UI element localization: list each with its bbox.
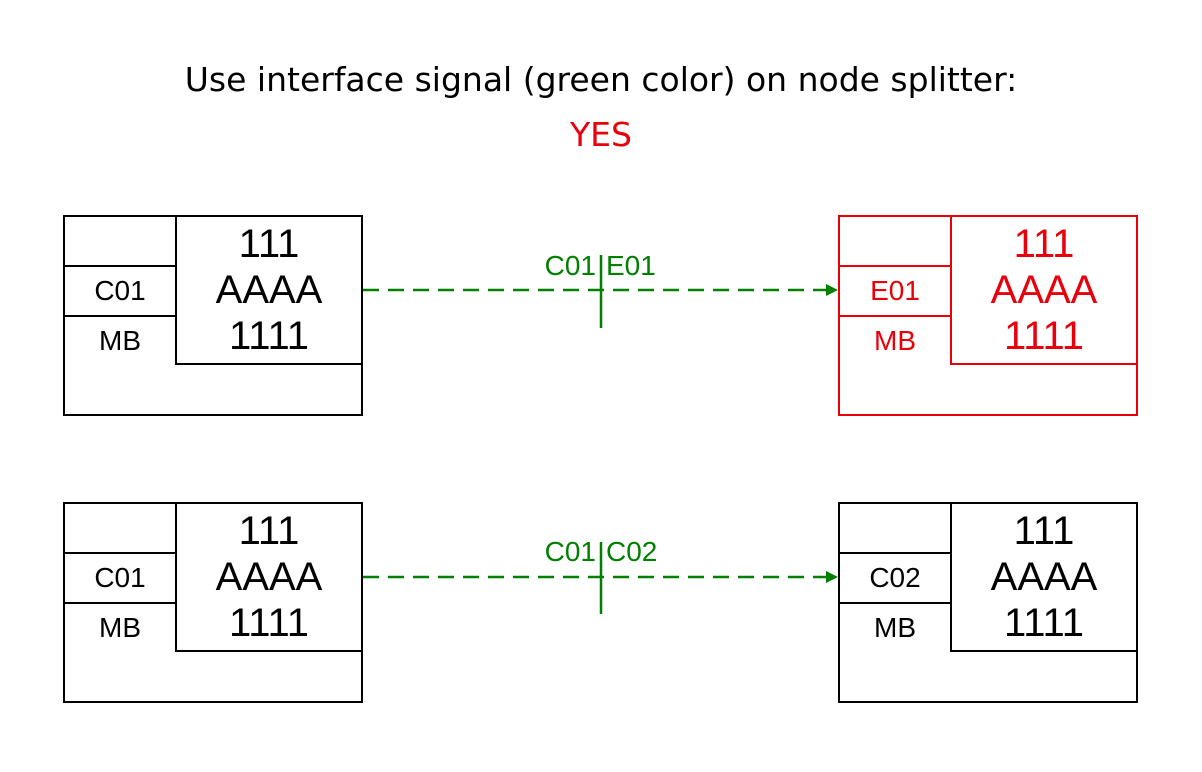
node-type-cell: MB (65, 317, 177, 365)
target-node-row-2[interactable]: C02 MB 111 AAAA 1111 (838, 502, 1138, 703)
node-main-cell: 111 AAAA 1111 (952, 217, 1136, 365)
node-line-1: 111 (238, 509, 300, 553)
node-line-3: 1111 (1003, 601, 1085, 645)
signal-label-from: C01 (545, 536, 596, 567)
node-top-left-cell (65, 504, 177, 554)
node-top-left-cell (65, 217, 177, 267)
node-top-left-cell (840, 504, 952, 554)
node-line-1: 111 (1013, 222, 1075, 266)
source-node-row-2[interactable]: C01 MB 111 AAAA 1111 (63, 502, 363, 703)
status-text: YES (570, 115, 632, 154)
page-title: Use interface signal (green color) on no… (184, 60, 1018, 99)
node-main-cell: 111 AAAA 1111 (952, 504, 1136, 652)
node-line-2: AAAA (215, 555, 323, 599)
node-line-1: 111 (1013, 509, 1075, 553)
node-code-cell: E01 (840, 267, 952, 317)
signal-connector-row-1[interactable]: C01 E01 (363, 250, 838, 328)
node-main-cell: 111 AAAA 1111 (177, 504, 361, 652)
signal-connector-row-2[interactable]: C01 C02 (363, 536, 838, 614)
node-line-1: 111 (238, 222, 300, 266)
node-code-cell: C01 (65, 554, 177, 604)
node-line-3: 1111 (1003, 314, 1085, 358)
signal-label-to: E01 (606, 250, 656, 281)
node-line-2: AAAA (990, 268, 1098, 312)
node-main-cell: 111 AAAA 1111 (177, 217, 361, 365)
node-type-cell: MB (840, 317, 952, 365)
target-node-row-1[interactable]: E01 MB 111 AAAA 1111 (838, 215, 1138, 416)
source-node-row-1[interactable]: C01 MB 111 AAAA 1111 (63, 215, 363, 416)
node-code-cell: C02 (840, 554, 952, 604)
node-line-2: AAAA (215, 268, 323, 312)
node-code-cell: C01 (65, 267, 177, 317)
signal-label-from: C01 (545, 250, 596, 281)
node-line-2: AAAA (990, 555, 1098, 599)
node-type-cell: MB (840, 604, 952, 652)
node-type-cell: MB (65, 604, 177, 652)
node-top-left-cell (840, 217, 952, 267)
node-line-3: 1111 (228, 314, 310, 358)
signal-label-to: C02 (606, 536, 657, 567)
node-line-3: 1111 (228, 601, 310, 645)
